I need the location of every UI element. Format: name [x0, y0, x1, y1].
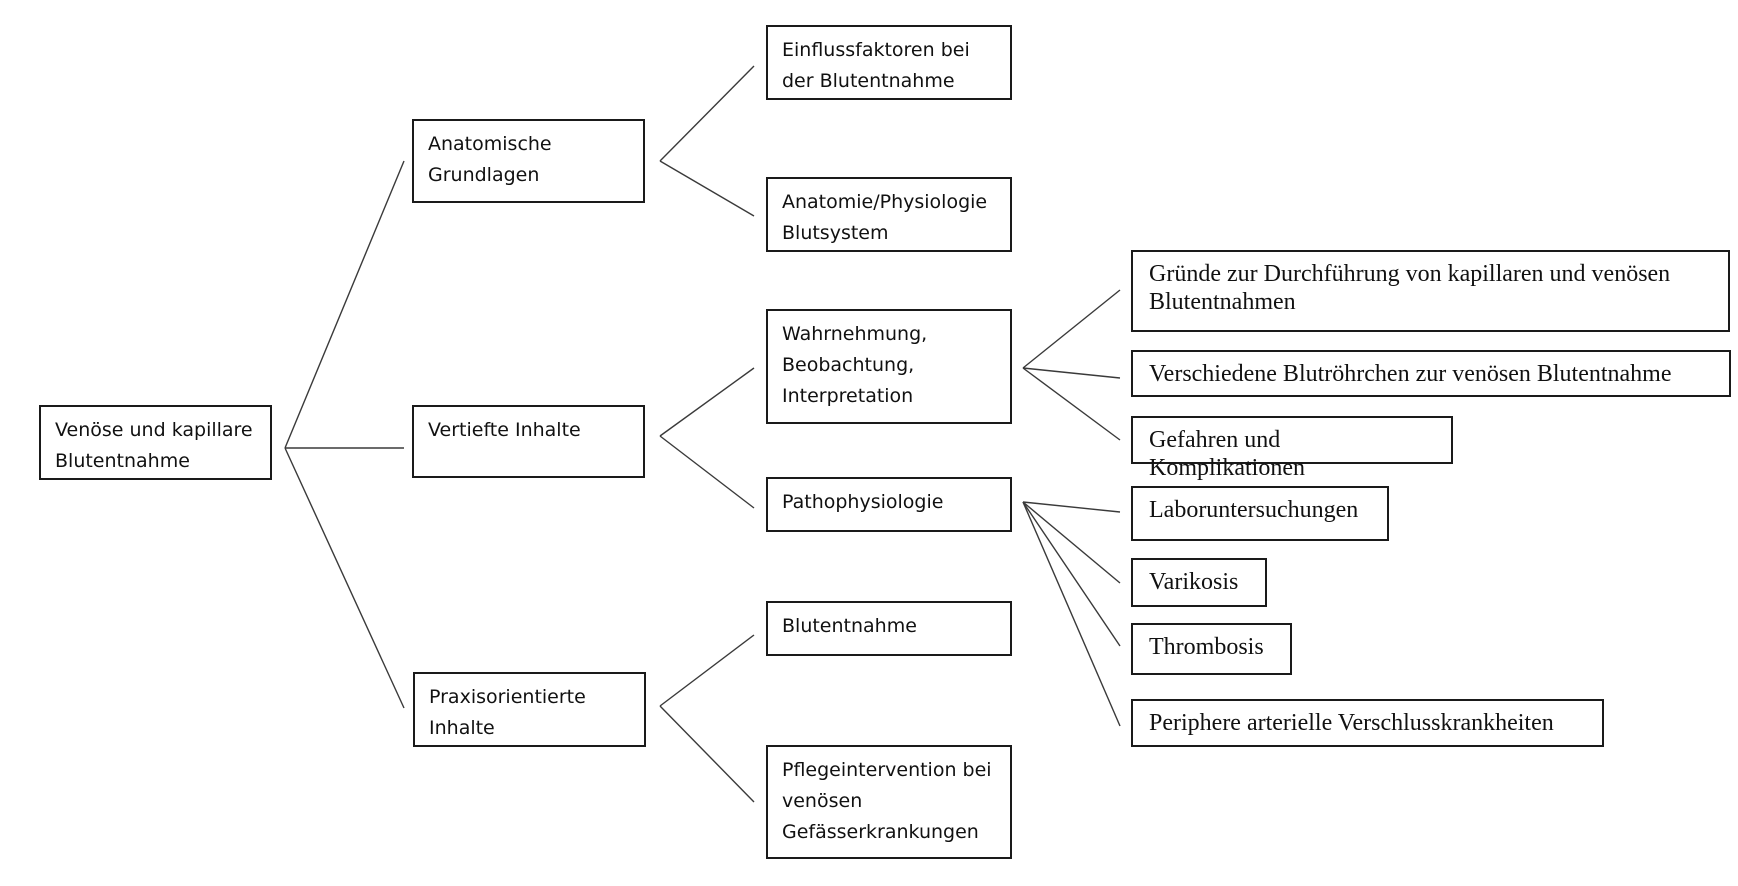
node-pflegeintervention: Pflegeintervention bei venösen Gefässerk… — [766, 745, 1012, 859]
node-root-label: Venöse und kapillare Blutentnahme — [55, 419, 253, 472]
connector-root-praxis — [284, 447, 405, 709]
node-pathophysiologie: Pathophysiologie — [766, 477, 1012, 532]
node-varikosis: Varikosis — [1131, 558, 1267, 607]
node-blutroehrchen: Verschiedene Blutröhrchen zur venösen Bl… — [1131, 350, 1731, 397]
connector-wahrnehmung-gruende — [1022, 289, 1121, 369]
node-pavk-label: Periphere arterielle Verschlusskrankheit… — [1149, 710, 1554, 736]
connector-wahrnehmung-gefahren — [1022, 367, 1121, 441]
node-gruende-durchfuehrung: Gründe zur Durchführung von kapillaren u… — [1131, 250, 1730, 332]
node-blutentnahme: Blutentnahme — [766, 601, 1012, 656]
connector-praxis-blutentnahme — [659, 634, 755, 707]
connector-praxis-pflege — [659, 705, 755, 803]
node-wahrnehmung: Wahrnehmung, Beobachtung, Interpretation — [766, 309, 1012, 424]
node-vertiefte-inhalte-label: Vertiefte Inhalte — [428, 419, 581, 441]
connector-wahrnehmung-roehrchen — [1022, 367, 1121, 379]
node-root: Venöse und kapillare Blutentnahme — [39, 405, 272, 480]
connector-anatomische-anatomie — [659, 160, 755, 217]
node-gefahren-komplikationen-label: Gefahren und Komplikationen — [1149, 427, 1305, 481]
node-gruende-durchfuehrung-label: Gründe zur Durchführung von kapillaren u… — [1149, 261, 1671, 315]
node-anatomie-physiologie: Anatomie/Physiologie Blutsystem — [766, 177, 1012, 252]
node-praxisorientierte-inhalte-label: Praxisorientierte Inhalte — [429, 686, 586, 739]
connector-patho-labor — [1022, 501, 1121, 513]
node-thrombosis: Thrombosis — [1131, 623, 1292, 675]
connector-vertiefte-patho — [659, 435, 755, 509]
node-einflussfaktoren-label: Einflussfaktoren bei der Blutentnahme — [782, 39, 970, 92]
connector-patho-pavk — [1022, 501, 1121, 727]
node-laboruntersuchungen: Laboruntersuchungen — [1131, 486, 1389, 541]
connector-patho-varikosis — [1022, 501, 1121, 584]
node-praxisorientierte-inhalte: Praxisorientierte Inhalte — [413, 672, 646, 747]
connector-patho-thrombosis — [1022, 501, 1121, 647]
connector-vertiefte-wahrnehmung — [659, 367, 755, 437]
node-pavk: Periphere arterielle Verschlusskrankheit… — [1131, 699, 1604, 747]
connector-root-anatomische — [284, 160, 405, 449]
node-anatomische-grundlagen: Anatomische Grundlagen — [412, 119, 645, 203]
node-anatomie-physiologie-label: Anatomie/Physiologie Blutsystem — [782, 191, 988, 244]
node-pathophysiologie-label: Pathophysiologie — [782, 491, 944, 513]
node-einflussfaktoren: Einflussfaktoren bei der Blutentnahme — [766, 25, 1012, 100]
node-blutentnahme-label: Blutentnahme — [782, 615, 917, 637]
node-laboruntersuchungen-label: Laboruntersuchungen — [1149, 497, 1359, 523]
node-varikosis-label: Varikosis — [1149, 569, 1239, 595]
node-pflegeintervention-label: Pflegeintervention bei venösen Gefässerk… — [782, 759, 992, 843]
node-vertiefte-inhalte: Vertiefte Inhalte — [412, 405, 645, 478]
node-wahrnehmung-label: Wahrnehmung, Beobachtung, Interpretation — [782, 323, 928, 407]
node-gefahren-komplikationen: Gefahren und Komplikationen — [1131, 416, 1453, 481]
node-anatomische-grundlagen-label: Anatomische Grundlagen — [428, 133, 552, 186]
node-thrombosis-label: Thrombosis — [1149, 634, 1264, 660]
node-blutroehrchen-label: Verschiedene Blutröhrchen zur venösen Bl… — [1149, 361, 1672, 387]
connector-anatomische-einfluss — [659, 65, 755, 162]
